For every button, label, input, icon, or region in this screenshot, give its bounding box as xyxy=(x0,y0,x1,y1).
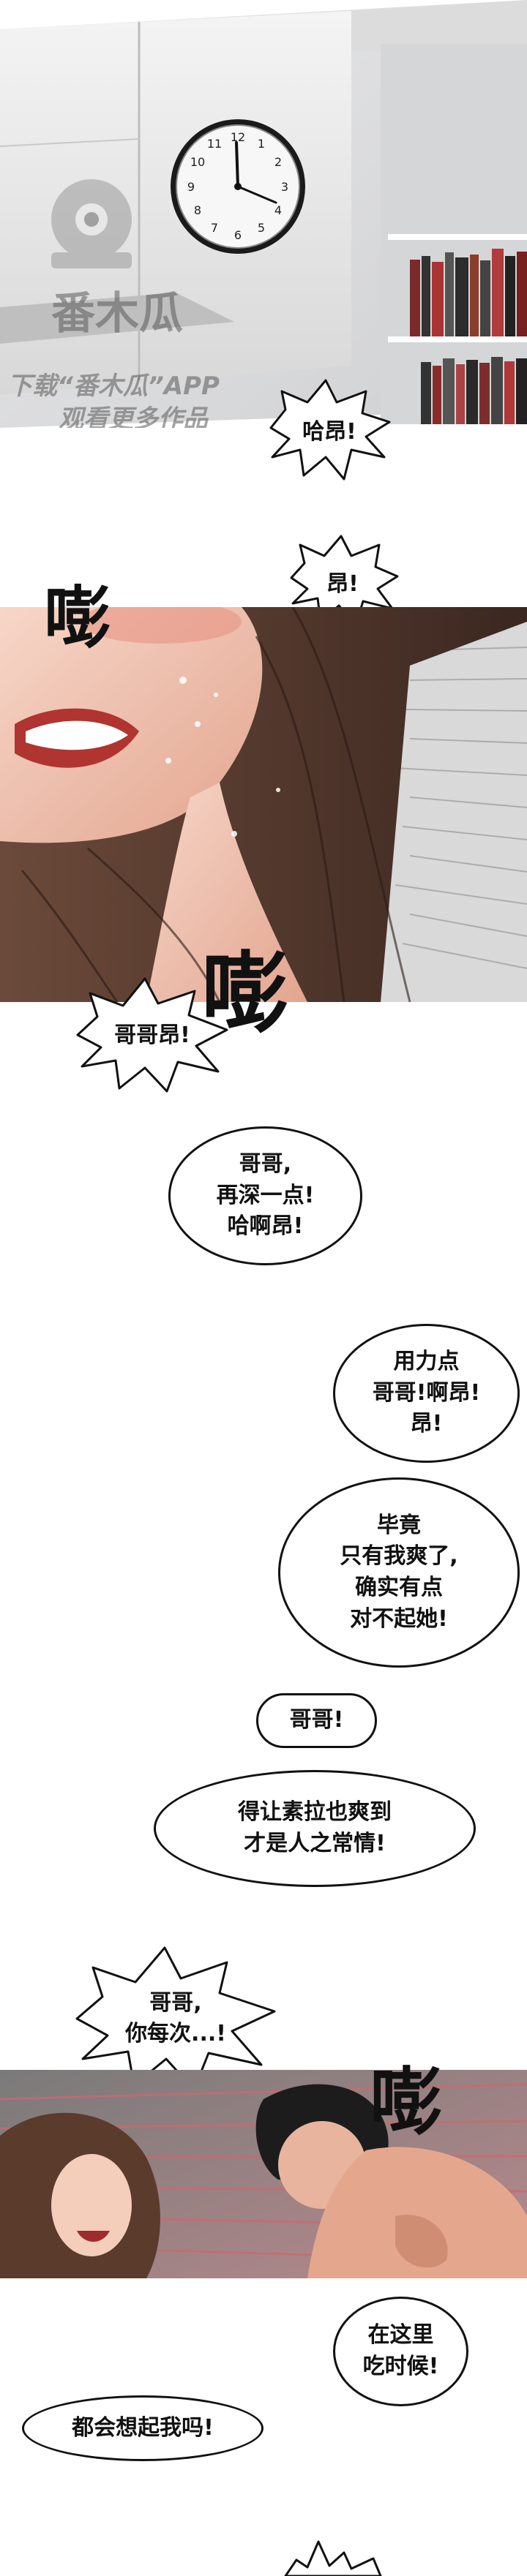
speech-bubble-4: 哥哥, 再深一点! 哈啊昂! xyxy=(168,1126,362,1265)
speech-bubble-7: 哥哥! xyxy=(256,1693,377,1748)
sfx-2: 嘭 xyxy=(201,944,289,1045)
watermark-line-1: 下载“番木瓜”APP xyxy=(7,372,220,401)
speech-bubble-3: 哥哥昂! xyxy=(114,1023,190,1048)
sfx-1: 嘭 xyxy=(44,579,112,658)
sfx-3: 嘭 xyxy=(370,2060,443,2145)
room-illustration: 12 1 2 3 4 5 6 7 8 9 10 11 xyxy=(0,0,527,428)
panel-room: 12 1 2 3 4 5 6 7 8 9 10 11 番木瓜 下载“ xyxy=(0,0,527,428)
speech-bubble-1: 哈昂! xyxy=(302,419,356,445)
panel-woman-closeup xyxy=(0,607,527,1002)
watermark-line-2: 观看更多作品 xyxy=(59,404,208,428)
bookshelf-books-bottom xyxy=(421,357,527,424)
spiky-bubble-3-shape xyxy=(76,977,228,1093)
speech-bubble-11: 都会想起我吗! xyxy=(22,2395,264,2461)
spiky-bubble-9-shape xyxy=(75,1946,276,2091)
wall-clock: 12 1 2 3 4 5 6 7 8 9 10 11 xyxy=(171,119,305,254)
speech-bubble-10: 在这里 吃时候! xyxy=(333,2297,468,2406)
watermark-brand: 番木瓜 xyxy=(51,288,183,339)
svg-text:9: 9 xyxy=(187,180,195,194)
bookshelf-books-top xyxy=(410,249,527,336)
svg-text:7: 7 xyxy=(211,221,218,235)
panel-couple xyxy=(0,2070,527,2278)
spiky-bubble-2-shape xyxy=(290,535,399,627)
svg-text:5: 5 xyxy=(258,221,265,235)
spiky-bubble-12-shape xyxy=(284,2540,382,2576)
svg-text:12: 12 xyxy=(231,130,245,144)
watermark-mascot-icon xyxy=(51,179,132,268)
speech-bubble-9: 哥哥, 你每次...! xyxy=(125,1990,226,2046)
woman-closeup-illustration xyxy=(0,607,527,1002)
svg-text:8: 8 xyxy=(194,203,201,217)
spiky-bubble-1-shape xyxy=(269,379,391,481)
svg-text:1: 1 xyxy=(258,137,265,151)
speech-bubble-8: 得让素拉也爽到 才是人之常情! xyxy=(154,1770,476,1887)
svg-text:2: 2 xyxy=(274,155,282,169)
svg-text:6: 6 xyxy=(234,228,242,242)
couple-illustration xyxy=(0,2070,527,2278)
speech-bubble-5: 用力点 哥哥!啊昂! 昂! xyxy=(333,1324,520,1463)
svg-text:4: 4 xyxy=(274,203,282,217)
svg-text:11: 11 xyxy=(207,137,222,151)
speech-bubble-6: 毕竟 只有我爽了, 确实有点 对不起她! xyxy=(278,1477,520,1668)
svg-text:10: 10 xyxy=(190,155,205,169)
svg-text:3: 3 xyxy=(281,180,288,194)
speech-bubble-2: 昂! xyxy=(326,571,359,597)
